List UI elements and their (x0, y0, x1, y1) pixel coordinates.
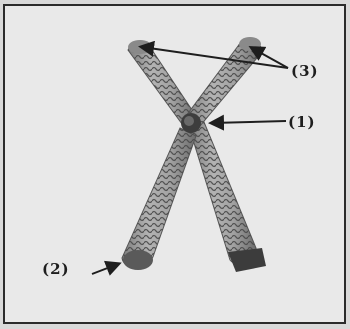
chromatid-right-bottom-arm (190, 122, 256, 265)
telomere-tip-right (228, 248, 266, 272)
arrow-arm-left (142, 47, 288, 68)
arrow-centromere (212, 121, 286, 123)
label-telomere: (2) (42, 260, 70, 278)
label-centromere: (1) (288, 113, 316, 131)
telomere-tip-top-right (239, 37, 261, 51)
arrow-telomere (92, 264, 118, 274)
chromatid-left-top-arm (128, 43, 196, 125)
label-chromatid-arms: (3) (291, 62, 319, 80)
chromatid-right-top-arm (186, 40, 262, 126)
chromatid-left-bottom-arm (122, 128, 196, 267)
telomere-tip-left (123, 250, 153, 270)
